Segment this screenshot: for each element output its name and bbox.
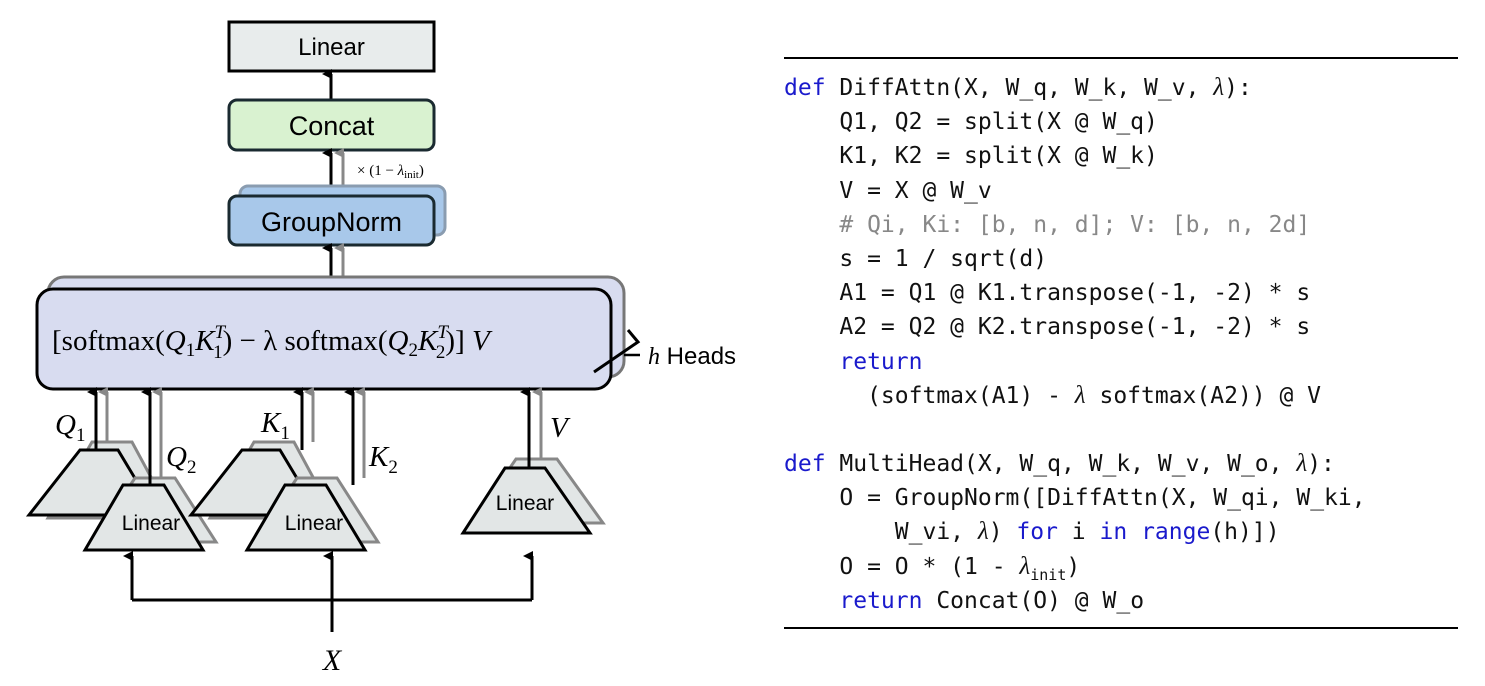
- q-linear-group: Linear: [25, 440, 219, 552]
- k2-linear: [244, 483, 368, 552]
- code-text: [784, 588, 839, 614]
- projection-arrows: [87, 387, 543, 485]
- input-routing: [123, 551, 534, 632]
- code-keyword: def: [784, 75, 826, 101]
- lambda-symbol: λ: [977, 518, 989, 546]
- code-line: Q1, Q2 = split(X @ W_q): [784, 105, 1366, 139]
- code-line: s = 1 / sqrt(d): [784, 242, 1366, 276]
- code-text: O = O * (1 -: [784, 553, 1020, 580]
- scale-annotation: × (1 − λinit): [357, 163, 424, 181]
- code-text: ):: [1307, 451, 1335, 478]
- v-linear: [460, 466, 593, 535]
- code-text: MultiHead(X, W_q, W_k, W_v, W_o,: [825, 451, 1297, 478]
- q2-label: Q2: [166, 441, 196, 478]
- code-text: (softmax(A1) -: [784, 382, 1075, 409]
- code-text: [1127, 519, 1141, 545]
- code-keyword: def: [784, 451, 826, 478]
- code-keyword: in: [1099, 519, 1128, 546]
- code-keyword: return: [839, 587, 923, 614]
- code-line: A1 = Q1 @ K1.transpose(-1, -2) * s: [784, 276, 1366, 310]
- lambda-symbol: λ: [1074, 381, 1086, 409]
- code-line: def MultiHead(X, W_q, W_k, W_v, W_o, λ):: [784, 447, 1366, 481]
- code-line: return: [784, 345, 1366, 379]
- lambda-symbol: λ: [1213, 74, 1225, 101]
- code-line: [784, 413, 1366, 447]
- concat-block: Concat: [227, 98, 436, 152]
- k2-label: K2: [368, 441, 398, 478]
- code-line: W_vi, λ) for i in range(h)]): [784, 515, 1366, 549]
- code-text: O = GroupNorm([DiffAttn(X, W_qi, W_ki,: [784, 485, 1366, 512]
- code-line: return Concat(O) @ W_o: [784, 584, 1366, 618]
- code-text: i: [1057, 519, 1100, 546]
- lambda-symbol: λ: [1296, 450, 1308, 478]
- output-linear-label: Linear: [298, 34, 365, 61]
- groupnorm-label: GroupNorm: [261, 207, 402, 237]
- code-line: def DiffAttn(X, W_q, W_k, W_v, λ):: [784, 71, 1366, 105]
- pseudocode-panel: def DiffAttn(X, W_q, W_k, W_v, λ): Q1, Q…: [784, 57, 1458, 629]
- code-keyword: return: [839, 348, 923, 375]
- code-text: ): [1066, 553, 1081, 580]
- code-text: W_vi,: [784, 519, 978, 546]
- code-text: (h)]): [1210, 519, 1280, 546]
- code-text: softmax(A2)) @ V: [1085, 382, 1322, 409]
- k1-label: K1: [260, 407, 290, 444]
- code-line: (softmax(A1) - λ softmax(A2)) @ V: [784, 379, 1366, 413]
- k-linear-label: Linear: [285, 512, 343, 535]
- code-text: [784, 349, 839, 375]
- groupnorm-block: GroupNorm: [227, 184, 447, 247]
- code-text: A2 = Q2 @ K2.transpose(-1, -2) * s: [784, 314, 1311, 341]
- code-text: DiffAttn(X, W_q, W_k, W_v,: [825, 75, 1214, 101]
- architecture-diagram: Linear Concat × (1 − λinit) GroupNorm [s…: [25, 20, 736, 677]
- code-text: Concat(O) @ W_o: [922, 587, 1145, 614]
- code-line: # Qi, Ki: [b, n, d]; V: [b, n, 2d]: [784, 208, 1366, 242]
- code-line: O = GroupNorm([DiffAttn(X, W_qi, W_ki,: [784, 481, 1366, 515]
- code-text: ): [988, 519, 1017, 546]
- lambda-symbol: λ: [1019, 552, 1031, 580]
- q1-label: Q1: [55, 409, 85, 446]
- pseudocode-lines: def DiffAttn(X, W_q, W_k, W_v, λ): Q1, Q…: [784, 71, 1366, 618]
- code-line: A2 = Q2 @ K2.transpose(-1, -2) * s: [784, 310, 1366, 344]
- input-x-label: X: [322, 644, 343, 677]
- code-line: K1, K2 = split(X @ W_k): [784, 139, 1366, 173]
- heads-brace-icon: [593, 329, 641, 374]
- code-keyword: range: [1141, 519, 1211, 546]
- code-comment: # Qi, Ki: [b, n, d]; V: [b, n, 2d]: [784, 211, 1311, 238]
- heads-label: h Heads: [648, 343, 736, 370]
- code-text: V = X @ W_v: [784, 177, 992, 204]
- code-subscript: init: [1030, 565, 1067, 584]
- v-linear-label: Linear: [496, 492, 554, 515]
- code-text: Q1, Q2 = split(X @ W_q): [784, 109, 1158, 136]
- v-label: V: [550, 412, 571, 444]
- q-linear-label: Linear: [122, 512, 180, 535]
- k-linear-group: Linear: [187, 440, 381, 552]
- output-linear-block: Linear: [227, 20, 436, 73]
- code-line: O = O * (1 - λinit): [784, 550, 1366, 584]
- code-keyword: for: [1016, 519, 1058, 546]
- concat-label: Concat: [289, 111, 375, 141]
- code-text: A1 = Q1 @ K1.transpose(-1, -2) * s: [784, 280, 1311, 307]
- code-text: ):: [1224, 75, 1252, 101]
- v-linear-group: Linear: [460, 457, 606, 535]
- code-line: V = X @ W_v: [784, 174, 1366, 208]
- code-text: K1, K2 = split(X @ W_k): [784, 143, 1158, 170]
- code-text: s = 1 / sqrt(d): [784, 245, 1048, 272]
